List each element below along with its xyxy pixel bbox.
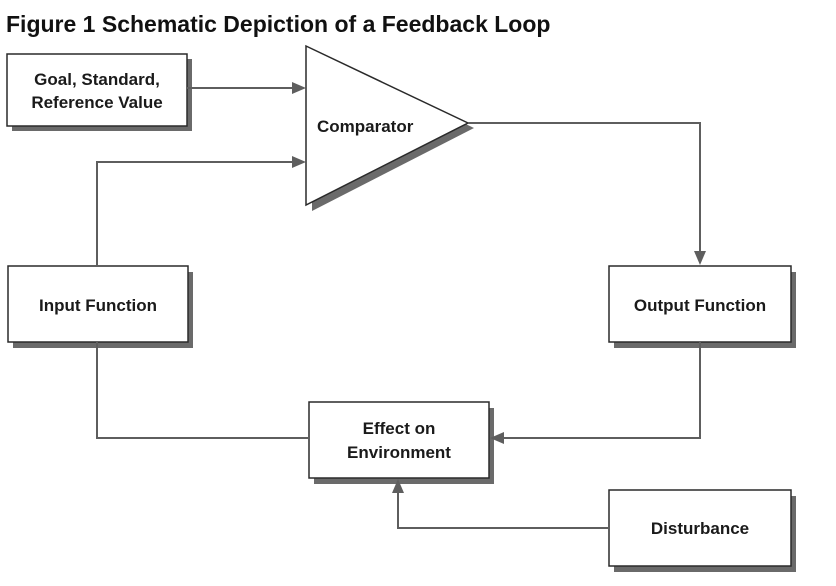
effect-node: Effect on Environment (308, 401, 494, 484)
disturbance-node: Disturbance (608, 489, 796, 572)
figure-title: Figure 1 Schematic Depiction of a Feedba… (6, 11, 551, 37)
output-to-effect-line (500, 342, 701, 439)
comparator-node-triangle (305, 44, 470, 207)
disturbance-to-effect-arrowhead (392, 479, 404, 493)
goal-to-comparator-connector (187, 82, 306, 94)
effect-node-label-line1: Effect on (363, 419, 436, 438)
output-function-node-box (608, 265, 792, 343)
goal-node-label-line1: Goal, Standard, (34, 70, 160, 89)
input-to-comparator-arrowhead (292, 156, 306, 168)
output-to-effect-arrowhead (490, 432, 504, 444)
goal-to-comparator-arrowhead (292, 82, 306, 94)
output-to-effect-connector (490, 342, 701, 444)
disturbance-node-label: Disturbance (651, 519, 749, 538)
comparator-to-output-arrowhead (694, 251, 706, 265)
comparator-node: Comparator (305, 44, 474, 211)
comparator-node-label: Comparator (317, 117, 414, 136)
disturbance-to-effect-connector (392, 479, 609, 529)
output-function-node: Output Function (608, 265, 796, 348)
effect-node-label-line2: Environment (347, 443, 451, 462)
goal-node-box (6, 53, 188, 127)
disturbance-to-effect-line (397, 489, 609, 529)
goal-node: Goal, Standard, Reference Value (6, 53, 192, 131)
comparator-to-output-line (468, 122, 701, 255)
effect-to-input-connector (96, 342, 309, 439)
input-function-node-box (7, 265, 189, 343)
goal-node-label-line2: Reference Value (31, 93, 162, 112)
input-to-comparator-line (96, 161, 296, 266)
effect-node-box (308, 401, 490, 479)
output-function-node-label: Output Function (634, 296, 766, 315)
input-function-node-label: Input Function (39, 296, 157, 315)
input-function-node: Input Function (7, 265, 193, 348)
input-to-comparator-connector (96, 156, 306, 266)
effect-to-input-line (96, 342, 309, 439)
comparator-to-output-connector (468, 122, 706, 265)
disturbance-node-box (608, 489, 792, 567)
